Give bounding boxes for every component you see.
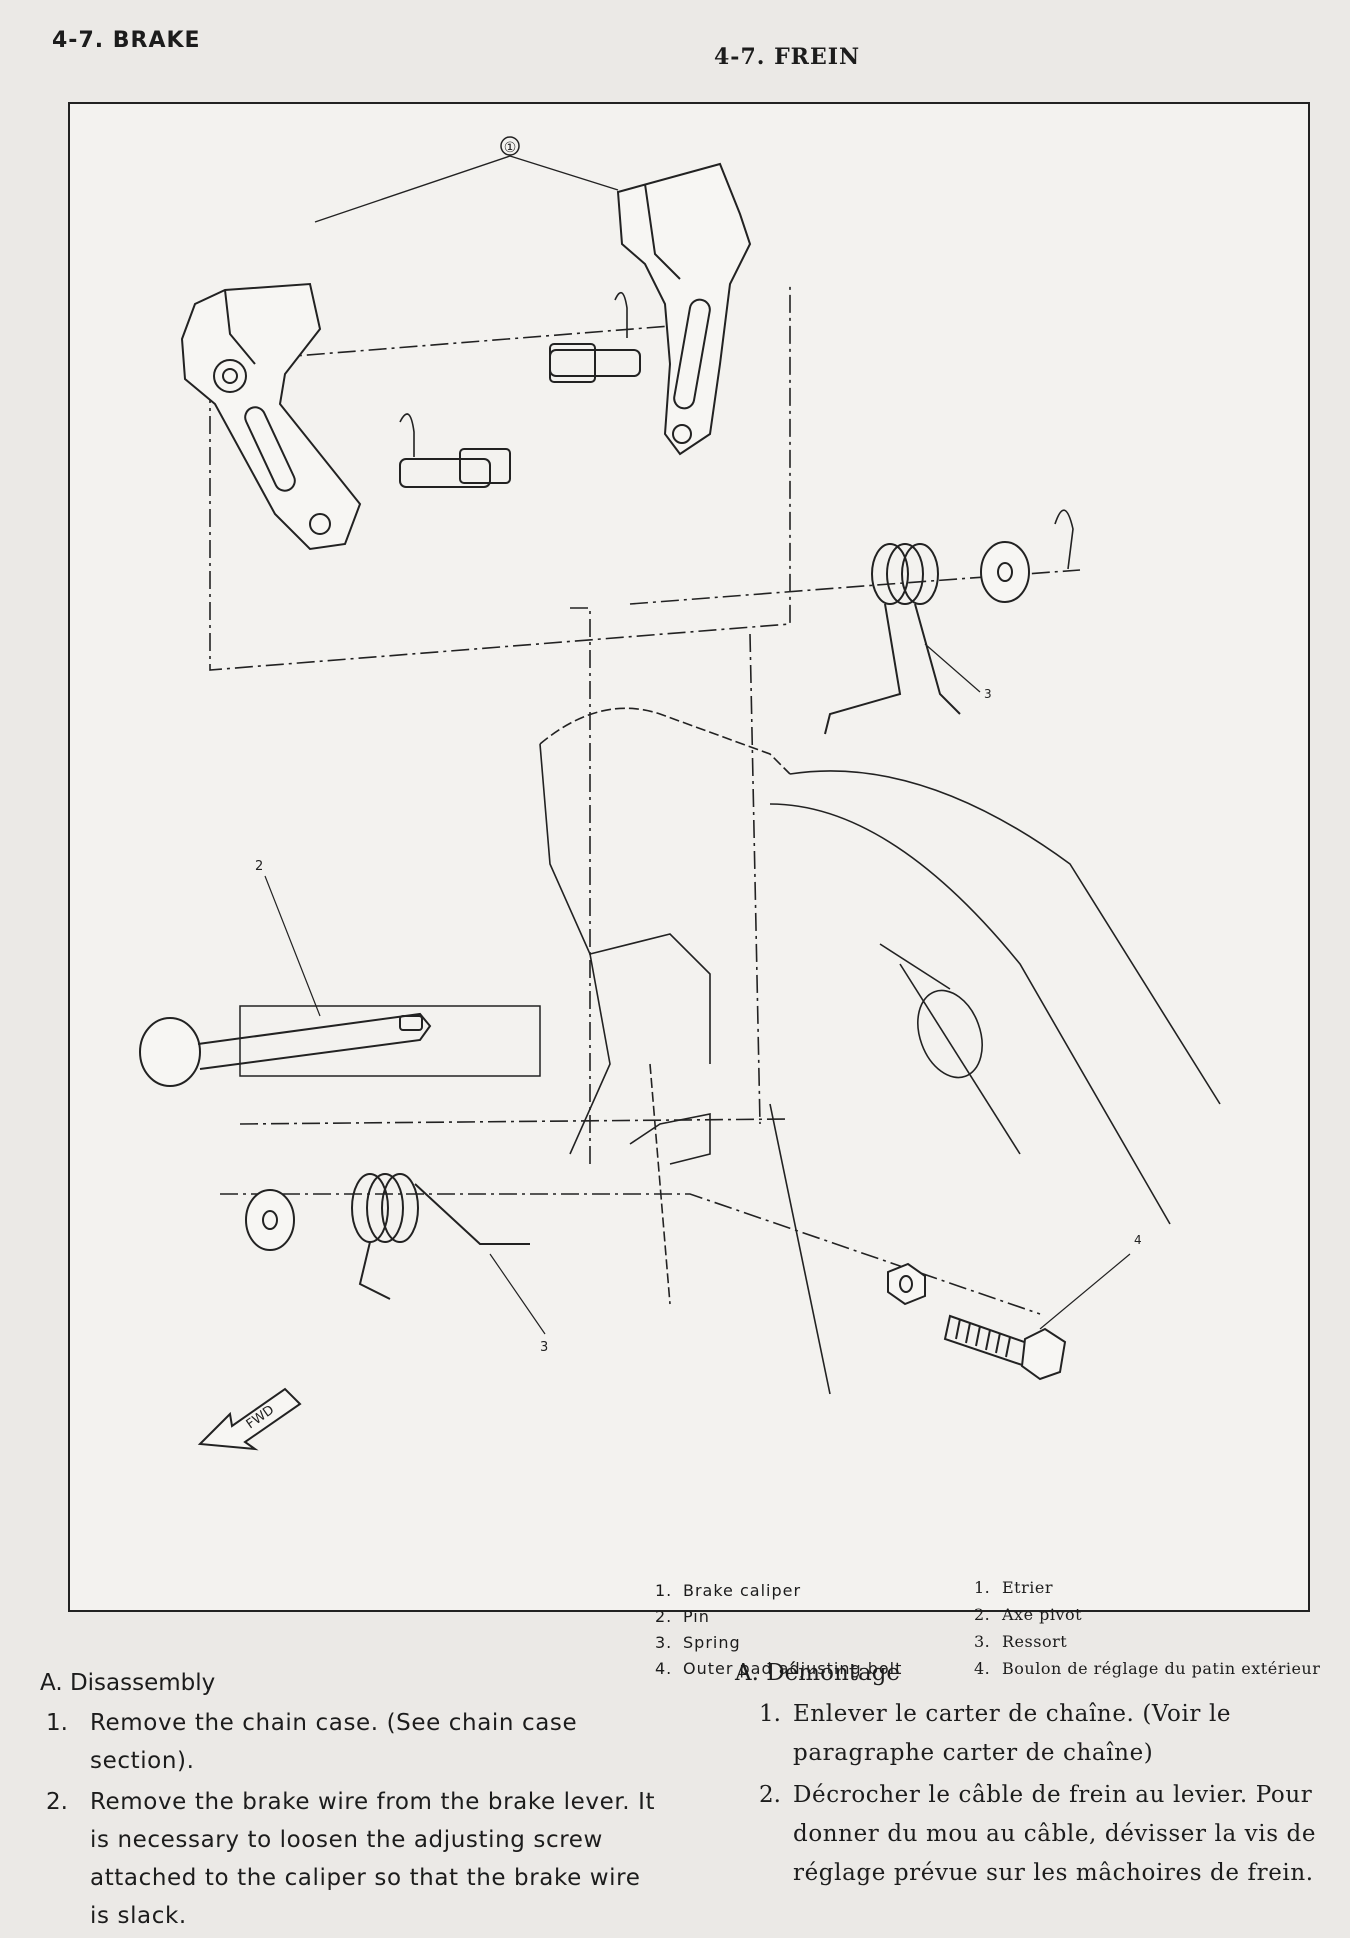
svg-text:①: ① xyxy=(504,140,517,156)
exploded-view-figure: ① xyxy=(68,102,1320,1678)
spring-upper xyxy=(824,543,961,735)
clevis-pin-lower xyxy=(399,413,511,488)
callout-2: 2 xyxy=(255,859,321,1017)
section-title-english: 4-7. BRAKE xyxy=(52,28,201,53)
svg-text:3: 3 xyxy=(984,687,992,701)
english-step: 2.Remove the brake wire from the brake l… xyxy=(46,1789,656,1929)
legend-item: 2.Axe pivot xyxy=(974,1605,1083,1624)
english-instructions: A. Disassembly 1.Remove the chain case. … xyxy=(40,1664,660,1938)
callout-3-lower: 3 xyxy=(489,1253,548,1355)
english-heading: A. Disassembly xyxy=(40,1670,216,1696)
svg-text:3: 3 xyxy=(540,1340,548,1355)
callout-3-upper: 3 xyxy=(924,643,992,701)
legend-item: 2.Pin xyxy=(655,1607,710,1626)
assembly-lines xyxy=(209,284,1081,1315)
frame-outline xyxy=(539,707,1221,1395)
legend-english: 1.Brake caliper 2.Pin 3.Spring 4.Outer p… xyxy=(655,1578,902,1682)
forward-arrow-icon: FWD xyxy=(197,1387,302,1451)
nut xyxy=(887,1262,926,1306)
pin-outline-box xyxy=(239,1005,541,1077)
washer-upper xyxy=(980,541,1030,603)
svg-text:4: 4 xyxy=(1134,1233,1142,1247)
outer-pad-adjusting-bolt xyxy=(943,1314,1067,1381)
english-step: 1.Remove the chain case. (See chain case… xyxy=(46,1710,578,1774)
section-title-french: 4-7. FREIN xyxy=(714,44,861,70)
french-step: 2.Décrocher le câble de frein au levier.… xyxy=(759,1782,1317,1886)
legend-item: 3.Ressort xyxy=(974,1632,1068,1651)
pin xyxy=(139,1012,432,1087)
legend-french: 1.Etrier 2.Axe pivot 3.Ressort 4.Boulon … xyxy=(974,1574,1320,1682)
clevis-pin-upper xyxy=(549,291,641,383)
washer-lower xyxy=(245,1189,295,1251)
callout-4: 4 xyxy=(1039,1233,1142,1330)
spring-lower xyxy=(351,1173,530,1300)
legend-item: 1.Etrier xyxy=(974,1578,1053,1597)
legend-item: 1.Brake caliper xyxy=(655,1581,802,1600)
brake-caliper-left xyxy=(180,282,362,551)
svg-text:2: 2 xyxy=(255,859,263,874)
french-heading: A. Démontage xyxy=(735,1660,901,1686)
legend-item: 4.Outer pad adjusting bolt xyxy=(655,1659,903,1678)
legend-item: 3.Spring xyxy=(655,1633,741,1652)
brake-exploded-diagram: ① xyxy=(139,136,1221,1451)
french-instructions: A. Démontage 1.Enlever le carter de chaî… xyxy=(735,1654,1335,1896)
callout-1: ① xyxy=(314,136,619,223)
french-step: 1.Enlever le carter de chaîne. (Voir le … xyxy=(759,1701,1232,1766)
legend-item: 4.Boulon de réglage du patin extérieur xyxy=(974,1659,1321,1678)
cotter-pin-upper xyxy=(1054,509,1074,570)
brake-caliper-right xyxy=(616,162,752,456)
